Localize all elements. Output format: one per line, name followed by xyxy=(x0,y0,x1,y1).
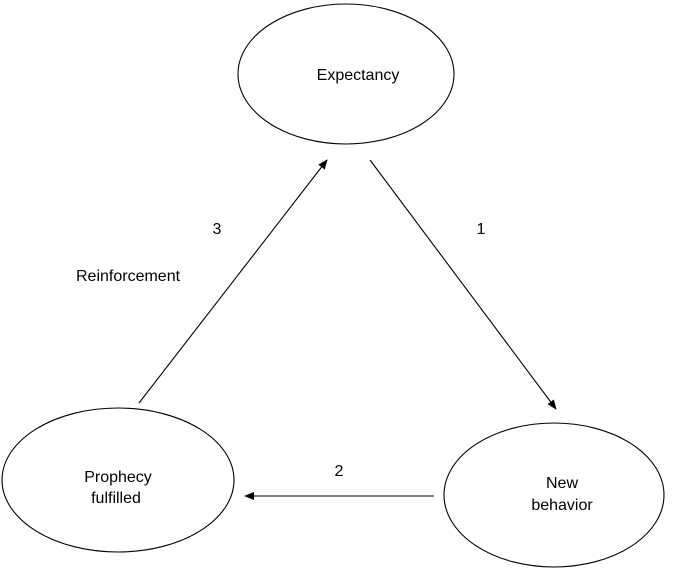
edge-2-label: 2 xyxy=(335,463,344,480)
reinforcement-annotation: Reinforcement xyxy=(76,268,181,285)
edge-1-arrow xyxy=(369,159,557,410)
node-prophecy-fulfilled: Prophecy fulfilled xyxy=(1,407,235,553)
edge-expectancy-to-new-behavior: 1 xyxy=(369,159,557,410)
node-prophecy-fulfilled-label-line-2: fulfilled xyxy=(91,490,141,507)
node-expectancy: Expectancy xyxy=(237,3,455,145)
node-expectancy-label: Expectancy xyxy=(317,67,400,84)
edge-prophecy-fulfilled-to-expectancy: 3 xyxy=(138,159,328,404)
node-new-behavior: New behavior xyxy=(443,422,665,568)
node-new-behavior-label-line-2: behavior xyxy=(531,497,593,514)
node-new-behavior-shape xyxy=(443,422,665,568)
edge-new-behavior-to-prophecy-fulfilled: 2 xyxy=(244,463,434,500)
node-prophecy-fulfilled-shape xyxy=(1,407,235,553)
edge-3-label: 3 xyxy=(213,221,222,238)
node-expectancy-shape xyxy=(237,3,455,145)
node-prophecy-fulfilled-label-line-1: Prophecy xyxy=(84,469,152,486)
node-new-behavior-label-line-1: New xyxy=(546,475,578,492)
edge-3-arrow xyxy=(138,159,328,404)
edge-1-label: 1 xyxy=(477,221,486,238)
